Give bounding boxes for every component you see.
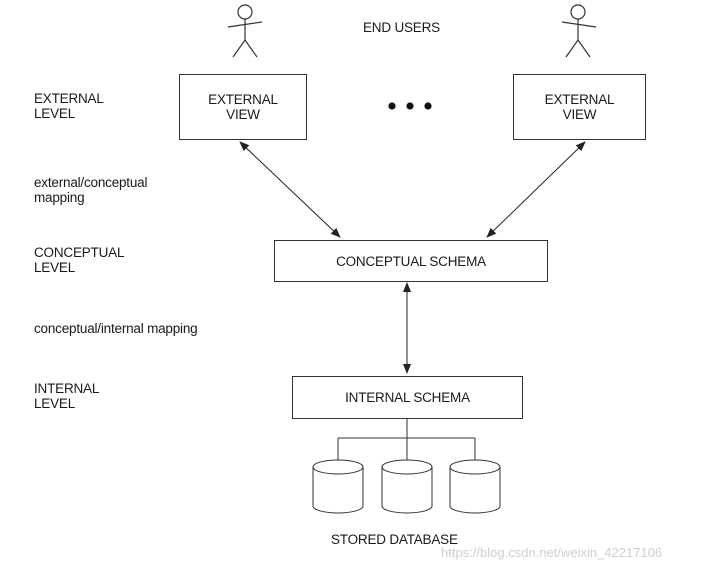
internal-level-label: INTERNAL LEVEL [34, 381, 100, 411]
external-conceptual-mapping-label: external/conceptual mapping [34, 175, 148, 205]
internal-schema-box: INTERNAL SCHEMA [292, 376, 523, 419]
external-level-label: EXTERNAL LEVEL [34, 91, 104, 121]
database-connector [337, 418, 476, 460]
external-view-left-box: EXTERNAL VIEW [179, 74, 307, 140]
conceptual-level-label: CONCEPTUAL LEVEL [34, 245, 125, 275]
end-users-label: END USERS [363, 20, 440, 35]
conceptual-internal-mapping-label: conceptual/internal mapping [34, 321, 198, 336]
arrow-left-view-to-conceptual [239, 141, 341, 238]
watermark-text: https://blog.csdn.net/weixin_42217106 [441, 545, 663, 560]
end-user-right-icon [561, 4, 597, 58]
stored-database-label: STORED DATABASE [331, 532, 458, 547]
database-cylinder-3-icon [449, 459, 501, 514]
database-cylinder-1-icon [312, 459, 364, 514]
arrow-right-view-to-conceptual [486, 141, 586, 238]
database-cylinder-2-icon [381, 459, 433, 514]
external-view-right-box: EXTERNAL VIEW [513, 74, 646, 140]
end-user-left-icon [227, 4, 263, 58]
conceptual-schema-box: CONCEPTUAL SCHEMA [274, 240, 548, 282]
ellipsis-dots-icon [388, 102, 432, 110]
